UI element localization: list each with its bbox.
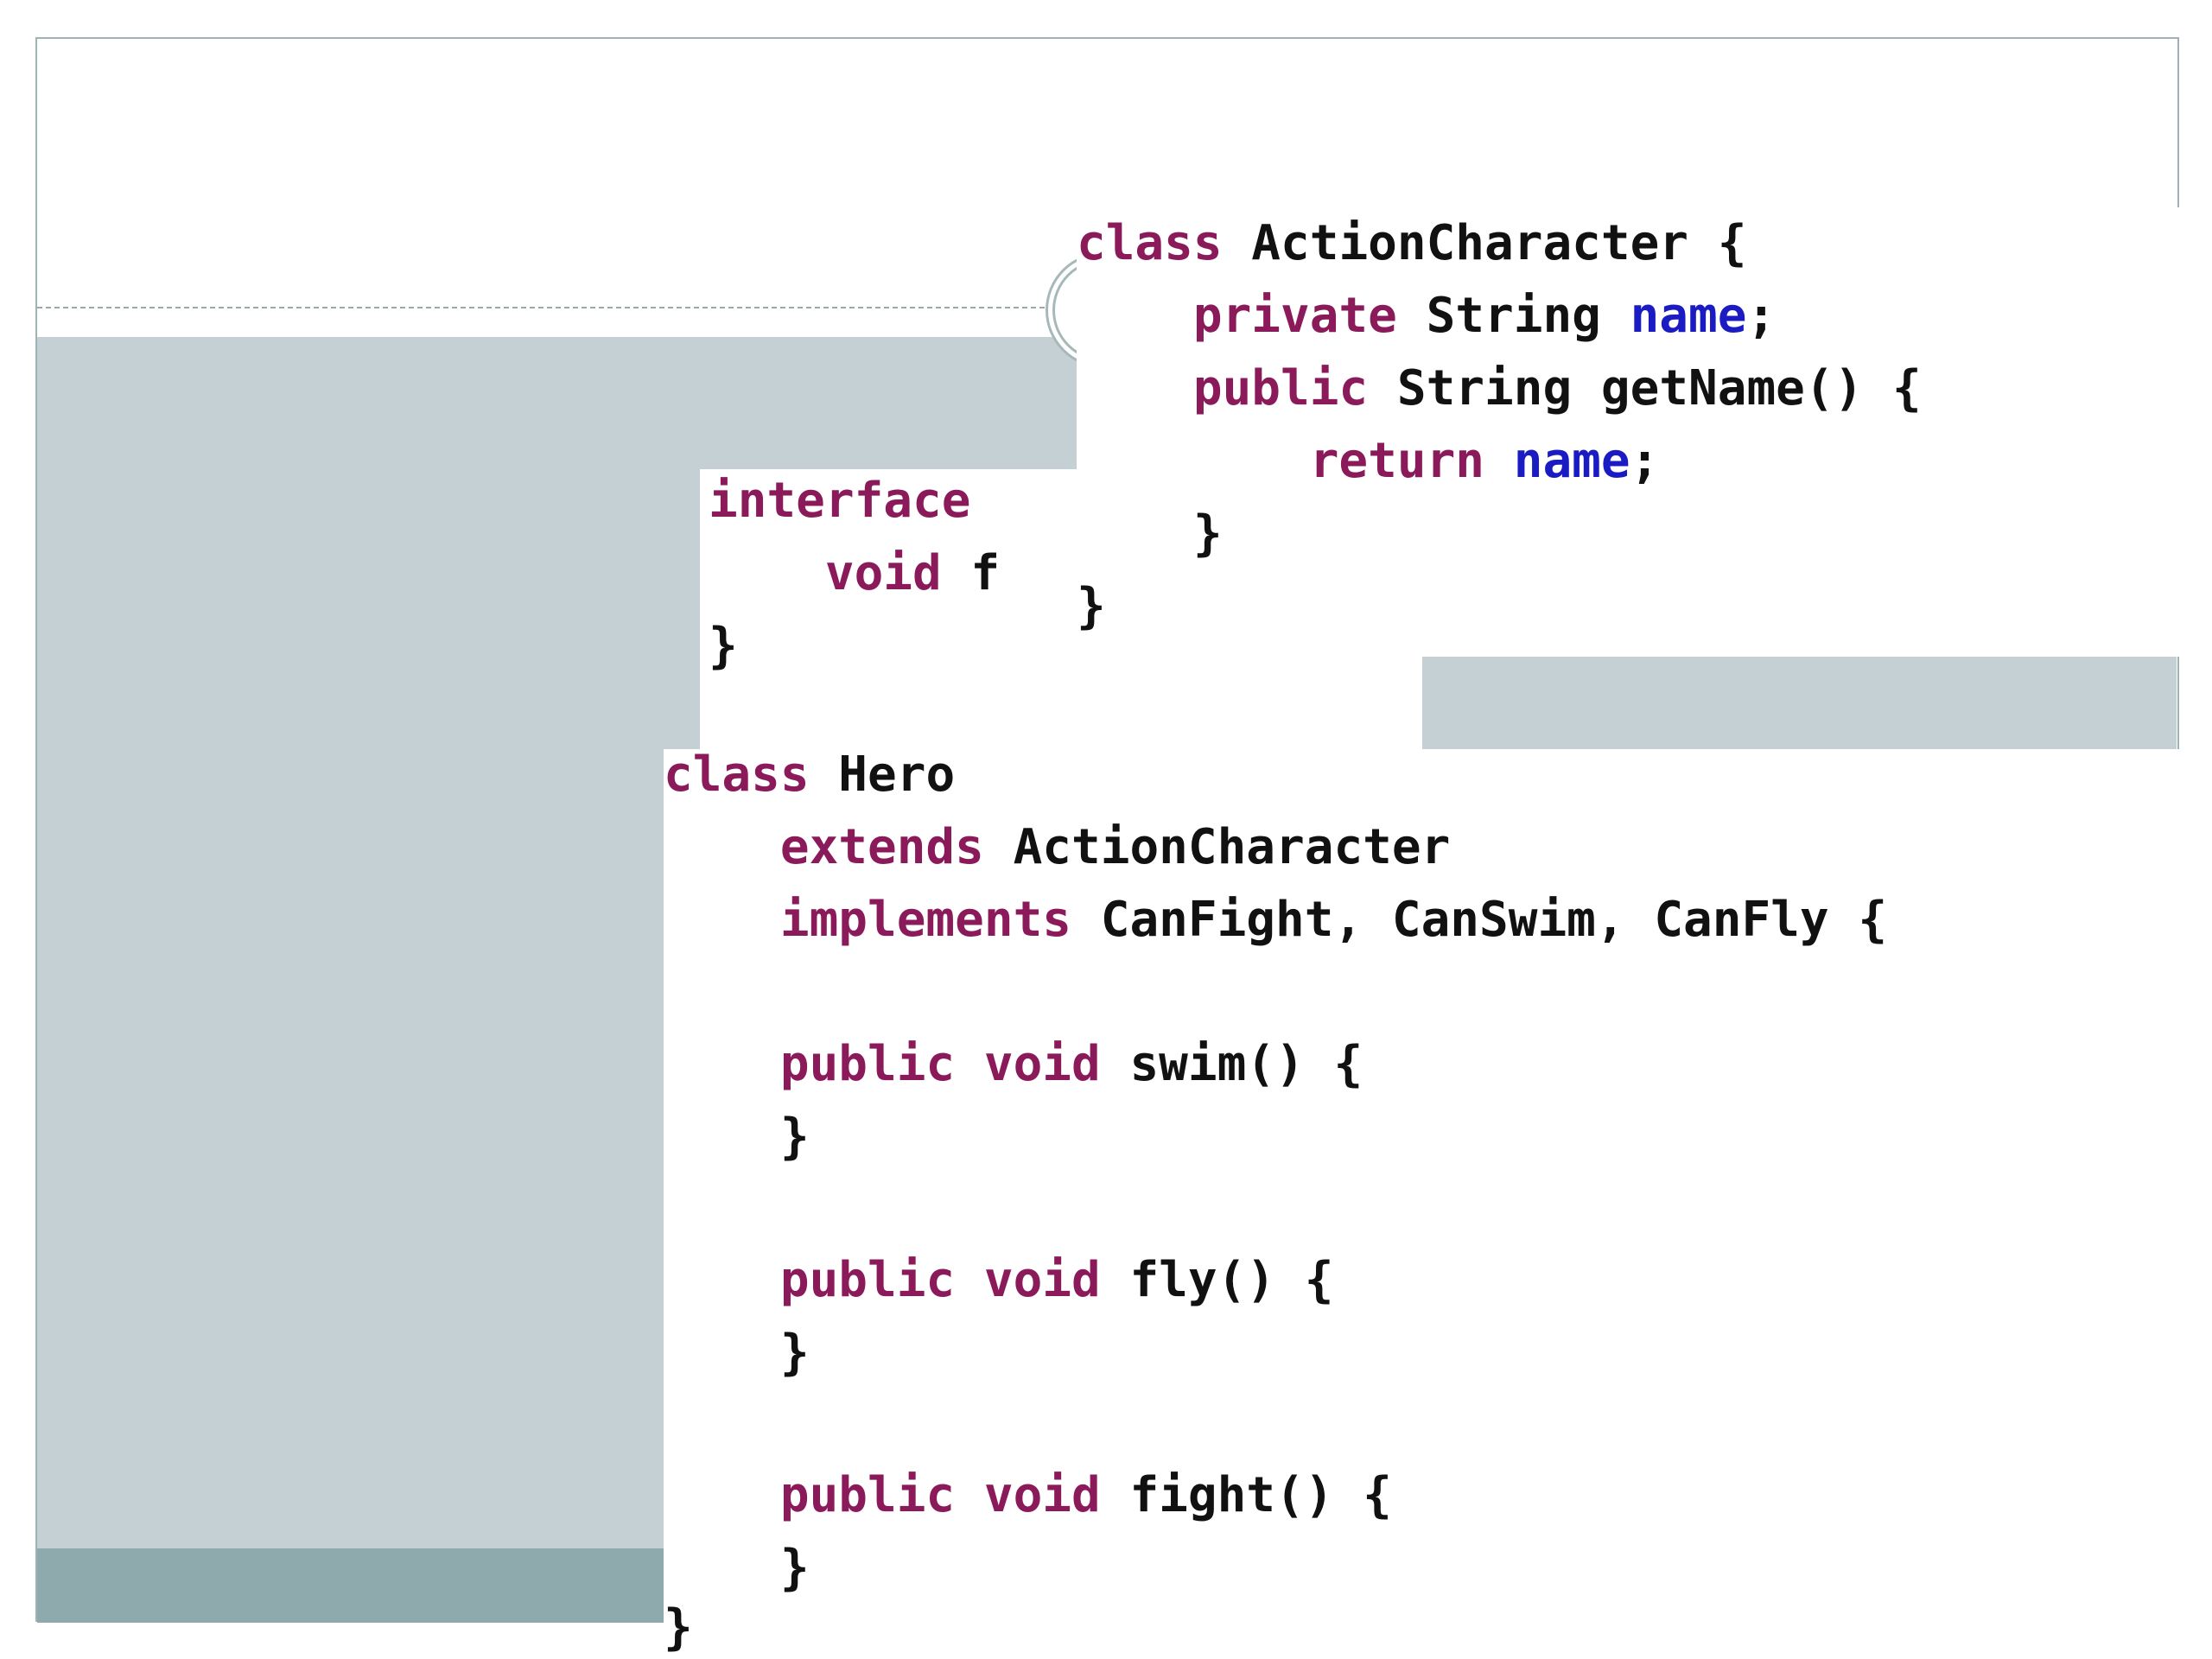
keyword: public [1192, 360, 1369, 416]
keyword: interface [709, 473, 971, 529]
action-character-code-card-lower [1077, 639, 1422, 763]
keyword: void [983, 1036, 1101, 1092]
code-text: CanFight, CanSwim, CanFly { [1071, 892, 1888, 948]
keyword: return [1309, 433, 1485, 489]
action-line-4: return name; [1077, 425, 1660, 498]
hero-line-4: public void swim() { [664, 1028, 1363, 1101]
action-line-1: class ActionCharacter { [1077, 207, 1746, 280]
keyword: void [824, 545, 942, 601]
keyword: public [779, 1036, 956, 1092]
action-line-5: } [1077, 498, 1223, 570]
code-text: fly() { [1100, 1252, 1334, 1308]
interface-line-2: void f [709, 537, 1000, 610]
hero-line-3: implements CanFight, CanSwim, CanFly { [664, 884, 1887, 957]
code-text: String getName() { [1368, 360, 1922, 416]
hero-line-5: } [664, 1101, 810, 1173]
hero-code-card [664, 749, 2212, 1659]
code-text: } [1192, 505, 1223, 562]
action-line-6: } [1077, 570, 1106, 643]
code-text: String [1396, 288, 1630, 344]
field-name: name [1513, 433, 1630, 489]
code-text: ActionCharacter { [1222, 215, 1747, 271]
code-text: } [779, 1109, 810, 1165]
action-line-3: public String getName() { [1077, 353, 1922, 425]
hero-line-10: } [664, 1592, 693, 1659]
action-line-2: private String name; [1077, 280, 1776, 353]
keyword: class [1077, 215, 1223, 271]
keyword: extends [779, 819, 984, 875]
code-text: } [779, 1540, 810, 1596]
interface-code-card [700, 469, 1080, 763]
code-text: Hero [809, 747, 956, 803]
code-text: } [1077, 578, 1106, 634]
hero-line-2: extends ActionCharacter [664, 811, 1450, 884]
code-text: ActionCharacter [983, 819, 1451, 875]
hero-line-7: } [664, 1317, 810, 1389]
keyword: void [983, 1252, 1101, 1308]
code-text: swim() { [1100, 1036, 1363, 1092]
field-name: name [1630, 288, 1747, 344]
interface-line-3: } [709, 610, 738, 683]
code-text: f [941, 545, 1001, 601]
code-text: } [779, 1325, 810, 1381]
keyword: void [983, 1467, 1101, 1523]
hero-line-6: public void fly() { [664, 1244, 1334, 1317]
keyword: public [779, 1252, 956, 1308]
action-character-code-card [1077, 207, 2179, 657]
code-text: fight() { [1100, 1467, 1392, 1523]
hero-line-8: public void fight() { [664, 1459, 1392, 1532]
keyword: private [1192, 288, 1397, 344]
hero-line-9: } [664, 1532, 810, 1605]
keyword: class [664, 747, 810, 803]
code-text: } [664, 1599, 693, 1656]
hero-line-1: class Hero [664, 739, 955, 811]
keyword: implements [779, 892, 1072, 948]
interface-line-1: interface [709, 465, 970, 537]
code-text: ; [1746, 288, 1777, 344]
code-text: } [709, 618, 738, 674]
keyword: public [779, 1467, 956, 1523]
code-text: ; [1630, 433, 1660, 489]
